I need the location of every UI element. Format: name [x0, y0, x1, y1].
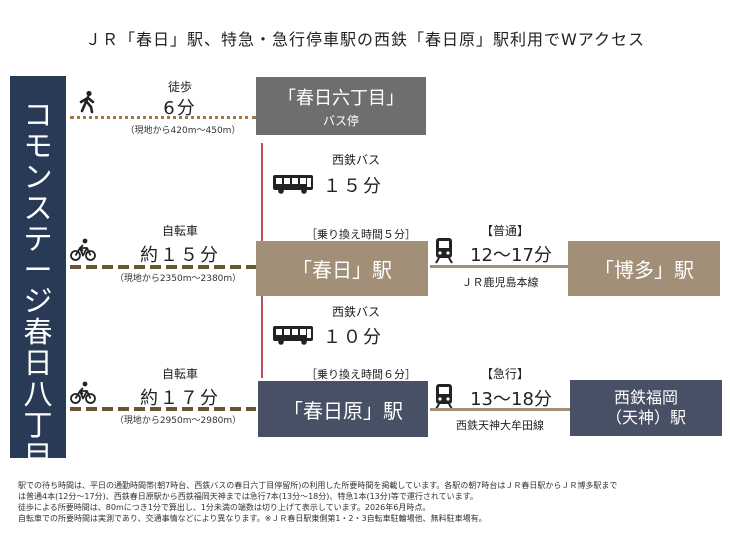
bike2-route-line — [70, 407, 256, 411]
kasuga-station-box: 「春日」駅 — [256, 241, 428, 296]
bike2-distance: （現地から2950m〜2980m） — [114, 416, 242, 426]
bike1-label: 自転車 — [161, 224, 198, 238]
tenjin-station-box: 西鉄福岡 （天神）駅 — [570, 380, 722, 436]
hakata-station-name: 「博多」駅 — [594, 258, 694, 282]
bike2-label: 自転車 — [161, 367, 198, 381]
tenjin-station-line1: 西鉄福岡 — [613, 388, 678, 407]
property-name-char: ン — [23, 160, 53, 194]
walk-time: 6分 — [163, 98, 197, 119]
kasugabaru-station-box: 「春日原」駅 — [258, 381, 428, 437]
property-name-char: 春 — [23, 315, 53, 349]
tenjin-station-line2: （天神）駅 — [605, 408, 686, 427]
property-name-char: テ — [23, 222, 53, 256]
property-name-char: ス — [23, 191, 53, 225]
walk-label: 徒歩 — [167, 80, 192, 94]
property-name-char: 目 — [23, 439, 53, 473]
bicycle-icon — [70, 381, 96, 405]
transfer1-label: ［乗り換え時間５分］ — [306, 228, 416, 241]
property-name: コモンステージ春日八丁目 — [10, 100, 66, 472]
bus-route-line-lower — [261, 296, 263, 378]
train2-type: 【急行】 — [480, 367, 529, 381]
bus-stop-name: 「春日六丁目」 — [278, 87, 404, 109]
property-bar — [10, 76, 66, 458]
bus-stop-sub: バス停 — [322, 113, 359, 128]
page-title: ＪＲ「春日」駅、特急・急行停車駅の西鉄「春日原」駅利用でWアクセス — [84, 30, 646, 49]
kasugabaru-station-name: 「春日原」駅 — [283, 398, 403, 423]
bicycle-icon — [70, 238, 96, 262]
train1-line: ＪＲ鹿児島本線 — [461, 276, 539, 289]
bus-stop-box: 「春日六丁目」 バス停 — [256, 77, 426, 135]
bus-route-line-upper — [261, 143, 263, 241]
bike2-time: 約１７分 — [140, 388, 220, 409]
property-name-char: 丁 — [23, 408, 53, 442]
footnote-2: は普通4本(12分〜17分)、西鉄春日原駅から西鉄福岡天神までは急行7本(13分… — [18, 492, 478, 501]
footnote-4: 自転車での所要時間は実測であり、交通事情などにより異なります。※ＪＲ春日駅東側第… — [18, 514, 487, 523]
train2-line: 西鉄天神大牟田線 — [456, 419, 544, 432]
property-name-char: 八 — [23, 377, 53, 411]
property-name-char: ー — [23, 253, 53, 287]
property-name-char: 日 — [23, 346, 53, 380]
train2-route-line — [430, 408, 570, 411]
walk-route-line — [70, 116, 256, 119]
property-name-char: モ — [23, 129, 53, 163]
property-name-char: ジ — [23, 284, 53, 318]
hakata-station-box: 「博多」駅 — [568, 241, 720, 296]
transfer2-label: ［乗り換え時間６分］ — [306, 368, 416, 381]
property-name-char: コ — [23, 98, 53, 132]
bike1-distance: （現地から2350m〜2380m） — [114, 274, 242, 284]
walker-icon — [76, 90, 100, 114]
train1-time: 12〜17分 — [470, 245, 552, 266]
train-icon — [434, 236, 454, 264]
bike1-route-line — [70, 265, 256, 269]
bus-icon — [272, 174, 314, 194]
bike1-time: 約１５分 — [140, 245, 220, 266]
footnote-1: 駅での待ち時間は、平日の通勤時間帯(朝7時台、西鉄バスの春日六丁目停留所)の利用… — [18, 481, 618, 490]
train2-time: 13〜18分 — [470, 389, 552, 410]
walk-distance: （現地から420m〜450m） — [125, 126, 241, 136]
bus2-label: 西鉄バス — [331, 305, 380, 319]
bus2-time: １０分 — [323, 327, 383, 348]
bus-icon — [272, 325, 314, 345]
footnote-3: 徒歩による所要時間は、80mにつき1分で算出し、1分未満の端数は切り上げて表示し… — [18, 503, 431, 512]
bus1-label: 西鉄バス — [331, 153, 380, 167]
train-icon — [434, 382, 454, 410]
train1-type: 【普通】 — [480, 224, 529, 238]
bus1-time: １５分 — [323, 176, 383, 197]
train1-route-line — [430, 265, 568, 268]
kasuga-station-name: 「春日」駅 — [292, 258, 392, 282]
